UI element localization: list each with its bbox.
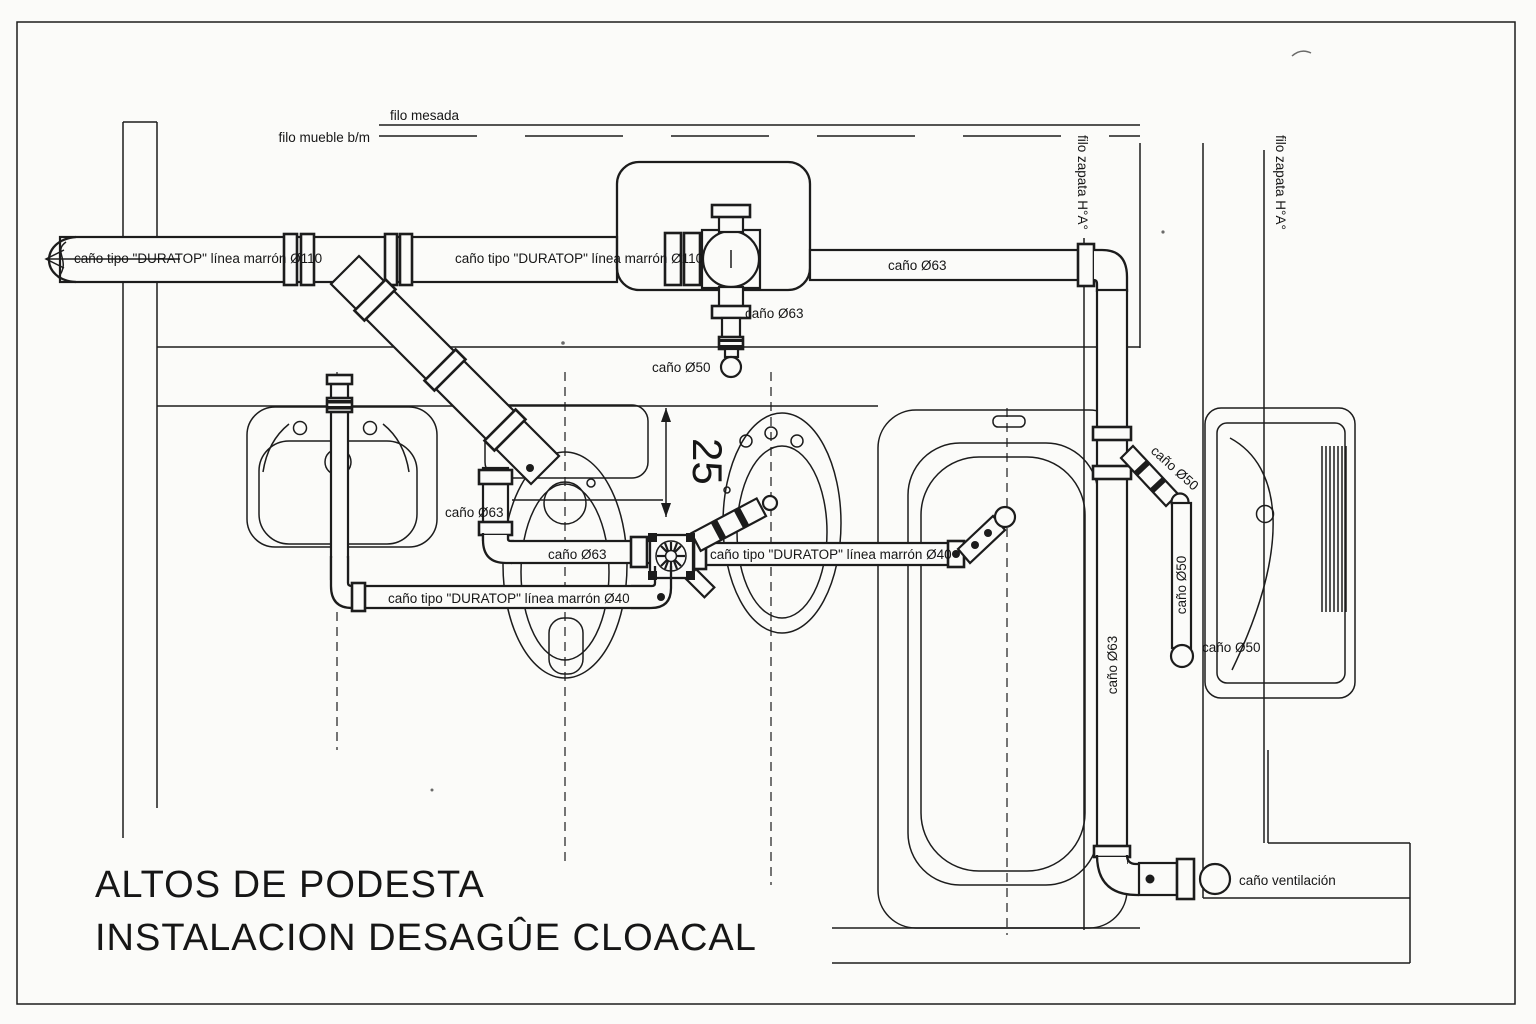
label-duratop110-left: caño tipo "DURATOP" línea marrón Ø110: [74, 251, 322, 266]
laundry-sink: [1204, 407, 1356, 699]
label-cano63-pipe: caño Ø63: [548, 547, 607, 562]
label-filo-mesada: filo mesada: [390, 108, 460, 123]
floor-drain: [648, 533, 695, 580]
label-cano63-vertical: caño Ø63: [1105, 636, 1120, 695]
title-block: ALTOS DE PODESTA INSTALACION DESAGÛE CLO…: [95, 864, 757, 959]
dimension-25: [512, 408, 671, 517]
wc-63-run: [477, 466, 650, 569]
wc-outlet-ring: [543, 481, 587, 525]
label-duratop40-left: caño tipo "DURATOP" línea marrón Ø40: [388, 591, 630, 606]
vertical-63-drop: [1095, 288, 1129, 859]
vent-pipe-circle: [1198, 862, 1232, 896]
drain-to-tub-40: [684, 505, 1017, 599]
bidet-connection: [689, 486, 779, 553]
cano50-fitting: [719, 355, 743, 379]
title-line-1: ALTOS DE PODESTA: [95, 864, 485, 906]
basin-40-run: [325, 373, 673, 613]
right-63-run: [808, 242, 1133, 859]
stub-down: [717, 285, 745, 309]
label-filo-zapata-2: filo zapata H°A°: [1273, 135, 1288, 230]
bathtub: [877, 409, 1128, 929]
label-filo-zapata-1: filo zapata H°A°: [1075, 135, 1090, 230]
label-cano50-drop: caño Ø50: [652, 360, 711, 375]
scan-marks: [430, 50, 1312, 792]
inspection-box: [615, 160, 812, 379]
ventilation: [1092, 844, 1232, 901]
drain-spokes: [657, 542, 685, 570]
label-cano-ventilacion: caño ventilación: [1239, 873, 1336, 888]
label-cano50-end: caño Ø50: [1202, 640, 1261, 655]
label-duratop110-center: caño tipo "DURATOP" línea marrón Ø110: [455, 251, 703, 266]
main-110-pipe: [44, 231, 702, 287]
diagonal-110-branch: [329, 254, 561, 486]
branch-50: [1119, 444, 1195, 669]
drainboard-hatch: [1321, 446, 1347, 612]
tub-drain-ring: [993, 505, 1017, 529]
stub-up: [717, 214, 745, 234]
title-line-2: INSTALACION DESAGÛE CLOACAL: [95, 915, 757, 959]
label-duratop40-right: caño tipo "DURATOP" línea marrón Ø40: [710, 547, 952, 562]
dimension-25-text: 25: [684, 438, 731, 485]
label-cano63-wc: caño Ø63: [445, 505, 504, 520]
sheet-border: [16, 21, 1516, 1005]
label-cano50-vertical: caño Ø50: [1174, 556, 1189, 615]
label-cano63-top: caño Ø63: [888, 258, 947, 273]
label-filo-mueble: filo mueble b/m: [278, 130, 370, 145]
label-cano63-drop: caño Ø63: [745, 306, 804, 321]
annotations: filo mesada filo mueble b/m filo zapata …: [74, 108, 1336, 888]
